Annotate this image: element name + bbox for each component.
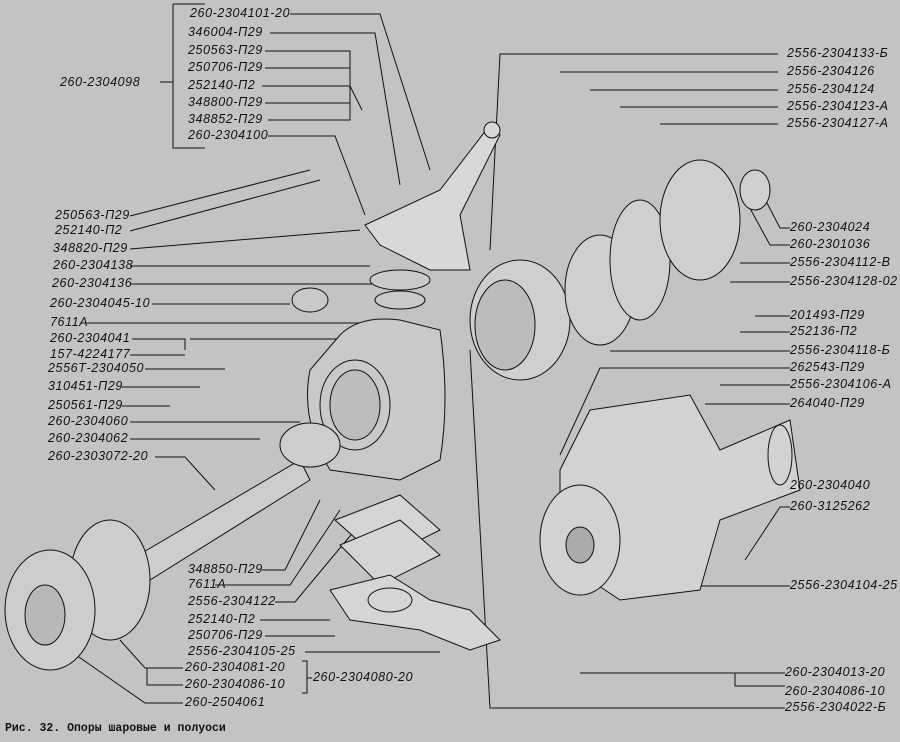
label: 260-2304013-20 xyxy=(785,665,886,679)
label: 260-2304138 xyxy=(53,258,134,272)
label: 260-2304024 xyxy=(790,220,871,234)
label: 2556-2304104-25 xyxy=(790,578,898,592)
label: 252140-П2 xyxy=(55,223,123,237)
label: 250561-П29 xyxy=(48,398,123,412)
label-top-group: 260-2304098 xyxy=(60,75,141,89)
label: 260-2304100 xyxy=(188,128,269,142)
label: 260-2304062 xyxy=(48,431,129,445)
label: 348800-П29 xyxy=(188,95,263,109)
label: 252136-П2 xyxy=(790,324,858,338)
ball-joint-housing xyxy=(291,269,446,481)
label: 264040-П29 xyxy=(790,396,865,410)
label: 310451-П29 xyxy=(48,379,123,393)
label: 2556-2304124 xyxy=(787,82,875,96)
label: 2556-2304105-25 xyxy=(188,644,296,658)
label: 7611А xyxy=(50,315,89,329)
steering-knuckle xyxy=(539,394,801,601)
label: 260-2304041 xyxy=(50,331,131,345)
label: 250706-П29 xyxy=(188,60,263,74)
label: 348850-П29 xyxy=(188,562,263,576)
label: 252140-П2 xyxy=(188,78,256,92)
label: 348852-П29 xyxy=(188,112,263,126)
label: 260-2301036 xyxy=(790,237,871,251)
label: 250706-П29 xyxy=(188,628,263,642)
label: 250563-П29 xyxy=(188,43,263,57)
label: 2556-2304112-В xyxy=(790,255,891,269)
label: 2556-2304133-Б xyxy=(787,46,889,60)
label: 260-2304086-10 xyxy=(185,677,286,691)
label: 2556-2304128-02 xyxy=(790,274,898,288)
label: 7611А xyxy=(188,577,227,591)
figure-caption: Рис. 32. Опоры шаровые и полуоси xyxy=(5,722,226,735)
label: 2556Т-2304050 xyxy=(48,361,145,375)
label: 2556-2304022-Б xyxy=(785,700,887,714)
label: 262543-П29 xyxy=(790,360,865,374)
label: 260-2304086-10 xyxy=(785,684,886,698)
label: 260-3125262 xyxy=(790,499,871,513)
label-bottom-group: 260-2304080-20 xyxy=(313,670,414,684)
axle-shaft-and-hub xyxy=(4,422,341,671)
shims-and-lever xyxy=(329,494,501,651)
label: 2556-2304122 xyxy=(188,594,276,608)
label: 201493-П29 xyxy=(790,308,865,322)
label: 260-2304136 xyxy=(52,276,133,290)
label: 2556-2304106-А xyxy=(790,377,892,391)
label: 260-2304101-20 xyxy=(190,6,291,20)
label: 260-2303072-20 xyxy=(48,449,149,463)
pivot-ring xyxy=(469,159,771,381)
label: 157-4224177 xyxy=(50,347,131,361)
label: 2556-2304123-А xyxy=(787,99,889,113)
steering-arm xyxy=(364,121,501,271)
label: 2556-2304118-Б xyxy=(790,343,891,357)
label: 2556-2304127-А xyxy=(787,116,889,130)
label: 260-2304045-10 xyxy=(50,296,151,310)
label: 260-2304081-20 xyxy=(185,660,286,674)
label: 250563-П29 xyxy=(55,208,130,222)
label: 346004-П29 xyxy=(188,25,263,39)
label: 260-2504061 xyxy=(185,695,266,709)
label: 2556-2304126 xyxy=(787,64,875,78)
label: 260-2304060 xyxy=(48,414,129,428)
label: 252140-П2 xyxy=(188,612,256,626)
label: 348820-П29 xyxy=(53,241,128,255)
label: 260-2304040 xyxy=(790,478,871,492)
